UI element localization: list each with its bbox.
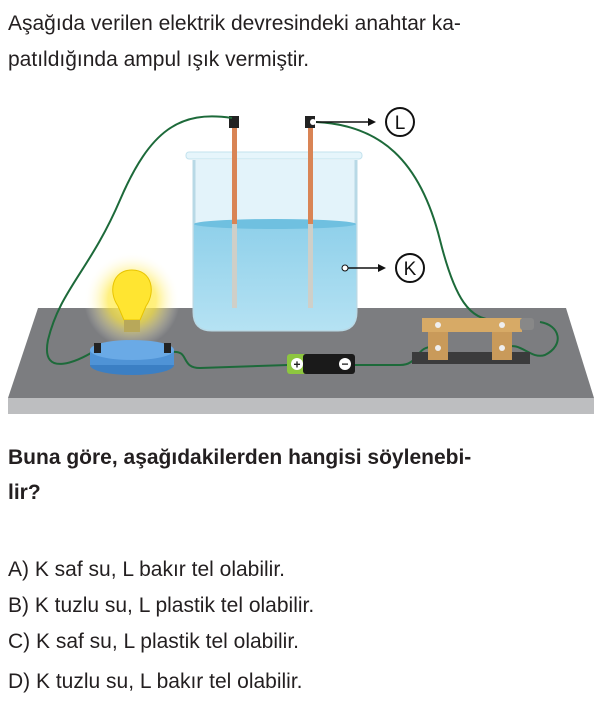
option-c[interactable]: C) K saf su, L plastik tel olabilir.: [8, 630, 300, 653]
battery: + −: [287, 354, 355, 374]
intro-text: Aşağıda verilen elektrik devresindeki an…: [8, 6, 598, 78]
label-L-text: L: [395, 113, 406, 134]
battery-plus-sign: +: [293, 358, 300, 372]
wires: [45, 115, 559, 370]
label-K: K: [341, 253, 425, 283]
option-a[interactable]: A) K saf su, L bakır tel olabilir.: [8, 558, 286, 581]
beaker: [185, 151, 363, 332]
electrodes: [229, 116, 316, 308]
intro-line: patıldığında ampul ışık vermiştir.: [8, 48, 310, 71]
question-line: lir?: [8, 481, 41, 504]
question-line: Buna göre, aşağıdakilerden hangisi söyle…: [8, 446, 472, 469]
label-L: L: [316, 107, 415, 137]
switch[interactable]: [412, 318, 534, 364]
option-d[interactable]: D) K tuzlu su, L bakır tel olabilir.: [8, 670, 303, 693]
battery-minus-sign: −: [341, 357, 348, 371]
light-bulb: [84, 252, 180, 375]
intro-line: Aşağıda verilen elektrik devresindeki an…: [8, 12, 461, 35]
liquid-K: [194, 224, 356, 330]
circuit-figure: + − L K: [8, 107, 594, 414]
label-K-text: K: [404, 259, 417, 280]
option-b[interactable]: B) K tuzlu su, L plastik tel olabilir.: [8, 594, 315, 617]
question-text: Buna göre, aşağıdakilerden hangisi söyle…: [8, 440, 598, 510]
